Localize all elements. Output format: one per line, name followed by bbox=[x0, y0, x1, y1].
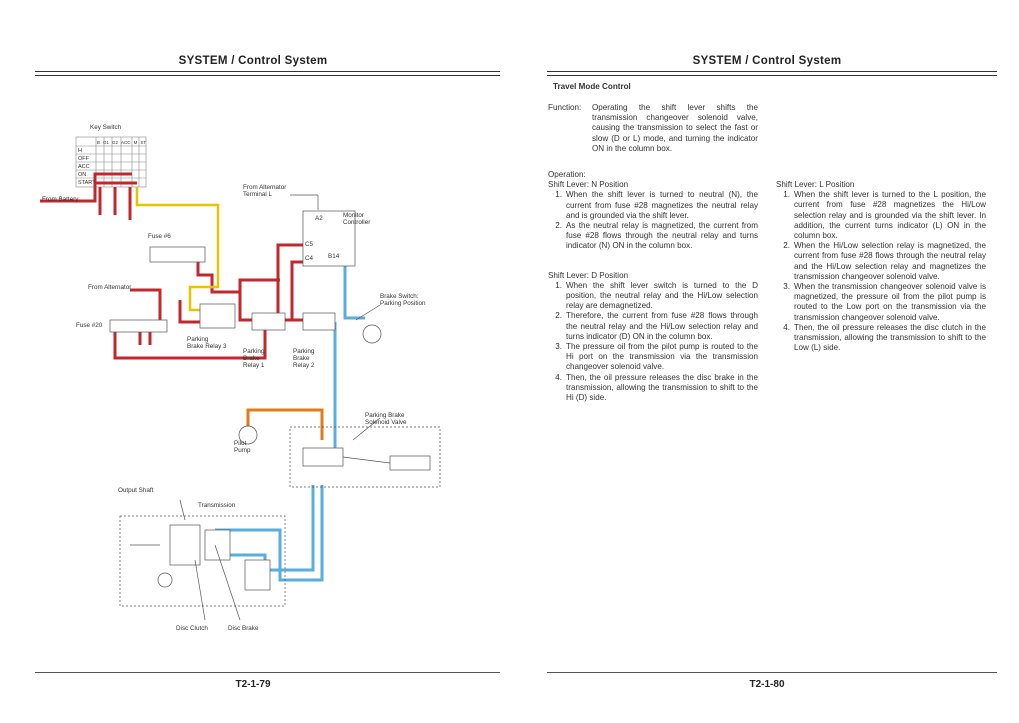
item-text: Therefore, the current from fuse #28 flo… bbox=[566, 311, 758, 341]
item-text: When the shift lever is turned to neutra… bbox=[566, 190, 758, 220]
brake-switch bbox=[362, 324, 382, 344]
item-number: 2. bbox=[555, 221, 562, 231]
column-left: Operation: Shift Lever: N Position 1. Whe… bbox=[548, 170, 758, 403]
label-fuse20: Fuse #20 bbox=[76, 322, 103, 329]
header-rule bbox=[547, 71, 997, 76]
item-text: When the shift lever is turned to the L … bbox=[794, 190, 986, 241]
label-c4: C4 bbox=[305, 255, 314, 262]
solenoid-valve-box bbox=[289, 426, 441, 488]
col-st: ST bbox=[140, 140, 147, 145]
item-number: 4. bbox=[555, 372, 562, 382]
label-pilot-pump: Pilot Pump bbox=[234, 440, 251, 455]
brake-cylinder bbox=[389, 455, 431, 471]
item-number: 3. bbox=[783, 282, 790, 292]
pilot-pump bbox=[238, 425, 258, 445]
item-number: 2. bbox=[783, 241, 790, 251]
label-disc-clutch: Disc Clutch bbox=[176, 625, 208, 632]
label-b14: B14 bbox=[328, 253, 340, 260]
col-b: B bbox=[97, 140, 101, 145]
item-number: 3. bbox=[555, 342, 562, 352]
item-text: When the shift lever switch is turned to… bbox=[566, 280, 758, 311]
disc-clutch bbox=[169, 524, 201, 566]
relay1 bbox=[251, 312, 286, 331]
footer-rule bbox=[35, 672, 500, 673]
solenoid-valve bbox=[302, 447, 344, 467]
disc-brake bbox=[204, 529, 231, 561]
col-g1: G1 bbox=[103, 140, 110, 145]
function-label: Function: bbox=[548, 103, 582, 112]
footer-rule bbox=[547, 672, 997, 673]
label-from-alternator: From Alternator bbox=[88, 284, 132, 291]
section-title: Travel Mode Control bbox=[553, 82, 631, 91]
column-right: Shift Lever: L Position 1. When the shift… bbox=[776, 180, 986, 353]
label-parking-brake-relay3: Parking Brake Relay 3 bbox=[187, 336, 227, 351]
section-heading-d: Shift Lever: D Position bbox=[548, 270, 629, 280]
item-number: 1. bbox=[555, 190, 562, 200]
item-number: 1. bbox=[783, 190, 790, 200]
key-switch-table bbox=[75, 136, 147, 188]
operation-label: Operation: bbox=[548, 170, 586, 179]
row-off: OFF bbox=[78, 156, 89, 162]
item-number: 2. bbox=[555, 311, 562, 321]
function-block: Function: Operating the shift lever shif… bbox=[548, 103, 758, 154]
item-text: Then, the oil pressure releases the disc… bbox=[566, 372, 758, 403]
relay2 bbox=[302, 312, 336, 331]
key-switch-rows: H OFF ACC ON START bbox=[78, 147, 96, 187]
section-heading-n: Shift Lever: N Position bbox=[548, 180, 629, 190]
item-text: When the transmission changeover solenoi… bbox=[794, 282, 986, 322]
right-page-number: T2-1-80 bbox=[749, 679, 785, 690]
signal-wires bbox=[215, 258, 365, 582]
col-m: M bbox=[133, 140, 138, 145]
label-from-battery: From Battery bbox=[42, 196, 79, 203]
col-g2: G2 bbox=[112, 140, 119, 145]
monitor-controller-box bbox=[302, 210, 356, 267]
item-number: 4. bbox=[783, 322, 790, 332]
label-from-alternator-terminal: From Alternator Terminal L bbox=[243, 184, 287, 199]
item-text: Then, the oil pressure releases the disc… bbox=[794, 322, 986, 353]
header-rule bbox=[35, 71, 500, 76]
transmission-valve bbox=[244, 559, 271, 591]
key-switch-columns: B G1 G2 ACC M ST bbox=[97, 139, 146, 146]
label-brake-switch: Brake Switch: Parking Position bbox=[380, 293, 426, 308]
row-on: ON bbox=[78, 172, 87, 178]
label-output-shaft: Output Shaft bbox=[118, 487, 154, 494]
item-number: 1. bbox=[555, 280, 562, 290]
col-acc: ACC bbox=[121, 140, 131, 145]
label-monitor-controller: Monitor Controller bbox=[343, 212, 371, 227]
label-parking-brake-relay1: Parking Brake Relay 1 bbox=[243, 348, 265, 370]
item-text: When the Hi/Low selection relay is magne… bbox=[794, 241, 986, 281]
row-start: START bbox=[78, 180, 96, 186]
label-disc-brake: Disc Brake bbox=[228, 625, 259, 632]
relay3 bbox=[199, 303, 236, 329]
function-text: Operating the shift lever shifts the tra… bbox=[592, 103, 758, 153]
label-parking-brake-solenoid: Parking Brake Solenoid Valve bbox=[365, 412, 407, 427]
power-wires bbox=[40, 172, 303, 360]
fuse6-block bbox=[149, 246, 206, 263]
fuse20-block bbox=[109, 319, 168, 333]
label-c5: C5 bbox=[305, 241, 314, 248]
left-page-number: T2-1-79 bbox=[235, 679, 271, 690]
section-heading-l: Shift Lever: L Position bbox=[776, 180, 855, 189]
left-page-header: SYSTEM / Control System bbox=[178, 55, 328, 67]
item-text: The pressure oil from the pilot pump is … bbox=[566, 342, 758, 372]
label-fuse6: Fuse #6 bbox=[148, 233, 171, 240]
label-a2: A2 bbox=[315, 215, 323, 222]
row-acc: ACC bbox=[78, 164, 90, 170]
row-h: H bbox=[78, 148, 82, 154]
pilot-line bbox=[246, 408, 324, 440]
right-page-header: SYSTEM / Control System bbox=[692, 55, 842, 67]
label-parking-brake-relay2: Parking Brake Relay 2 bbox=[293, 348, 315, 370]
label-transmission: Transmission bbox=[198, 502, 236, 509]
item-text: As the neutral relay is magnetized, the … bbox=[566, 221, 758, 251]
label-key-switch: Key Switch bbox=[90, 124, 122, 131]
